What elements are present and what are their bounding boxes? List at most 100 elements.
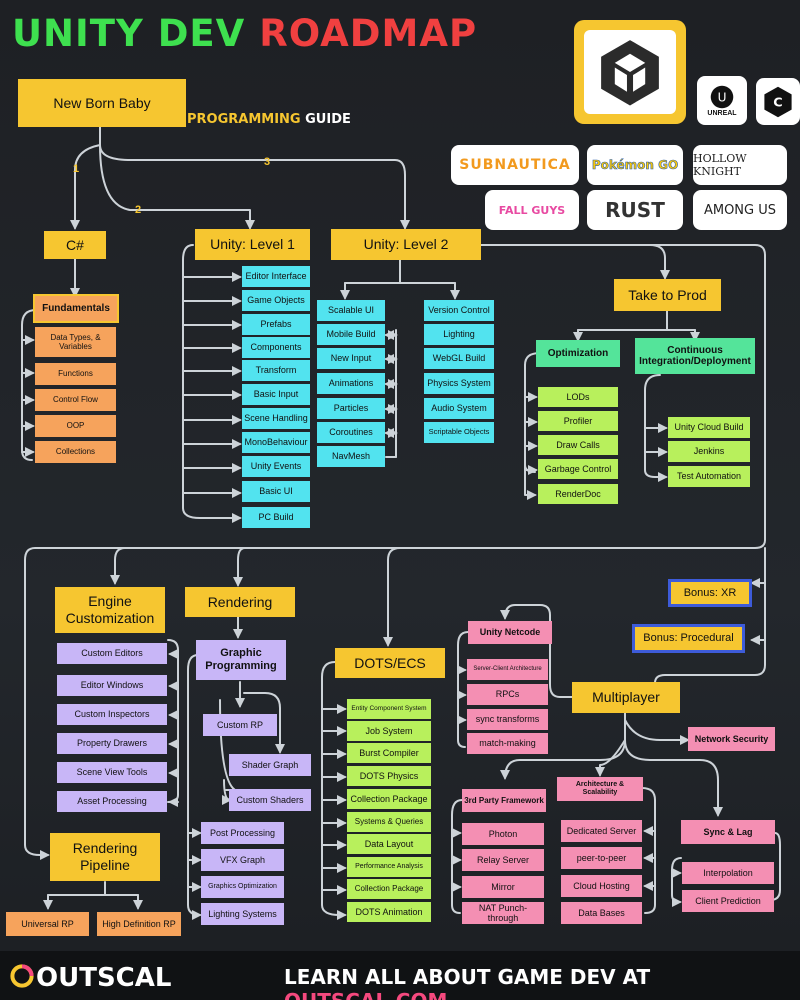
- multiplayer-architecture: Architecture & Scalability: [557, 777, 643, 801]
- netcode-item: Server-Client Architecture: [467, 659, 548, 680]
- level1-item: Scene Handling: [242, 408, 310, 429]
- multiplayer-third-party: 3rd Party Framework: [462, 789, 546, 812]
- dots-item: Systems & Queries: [347, 812, 431, 832]
- csharp-item: Functions: [35, 363, 116, 385]
- level2-right-item: Physics System: [424, 373, 494, 394]
- netcode-item: sync transforms: [467, 709, 548, 730]
- title-part1: UNITY DEV: [12, 12, 246, 55]
- architecture-item: peer-to-peer: [561, 847, 642, 869]
- level2-right-item: Audio System: [424, 398, 494, 419]
- dots-item: Collection Package: [347, 879, 431, 899]
- level2-right-item: WebGL Build: [424, 348, 494, 369]
- subtitle-part1: PROGRAMMING: [187, 112, 301, 127]
- third-party-item: Photon: [462, 823, 544, 845]
- node-unity-level-2: Unity: Level 2: [331, 229, 481, 260]
- dots-item: Performance Analysis: [347, 857, 431, 877]
- sync-item: Interpolation: [682, 862, 774, 884]
- node-bonus-procedural: Bonus: Procedural: [632, 624, 745, 653]
- engine-item: Scene View Tools: [57, 762, 167, 783]
- sync-item: Client Prediction: [682, 890, 774, 912]
- level2-left-item: Coroutines: [317, 422, 385, 443]
- game-logo-fall-guys: FALL GUYS: [485, 190, 579, 230]
- footer-cta-link[interactable]: OUTSCAL.COM: [284, 989, 447, 1000]
- svg-text:U: U: [718, 90, 727, 104]
- level1-item: Unity Events: [242, 456, 310, 477]
- optimization-item: Draw Calls: [538, 435, 618, 455]
- level1-item: Editor Interface: [242, 266, 310, 287]
- node-engine-customization: Engine Customization: [55, 587, 165, 633]
- engine-item: Custom Editors: [57, 643, 167, 664]
- unreal-label: UNREAL: [707, 110, 737, 117]
- engine-item: Editor Windows: [57, 675, 167, 696]
- node-bonus-xr: Bonus: XR: [668, 579, 752, 607]
- subtitle: PROGRAMMING GUIDE: [187, 112, 351, 127]
- node-multiplayer: Multiplayer: [572, 682, 680, 713]
- architecture-item: Data Bases: [561, 902, 642, 924]
- optimization-item: LODs: [538, 387, 618, 407]
- rendering-item: Custom RP: [203, 714, 277, 736]
- level1-item: MonoBehaviour: [242, 432, 310, 453]
- engine-item: Custom Inspectors: [57, 704, 167, 725]
- game-logo-hollow-knight: HOLLOW KNIGHT: [693, 145, 787, 185]
- level1-item: PC Build: [242, 507, 310, 528]
- csharp-item: Collections: [35, 441, 116, 463]
- csharp-fundamentals: Fundamentals: [33, 294, 119, 323]
- level1-item: Basic UI: [242, 481, 310, 502]
- cicd-item: Test Automation: [668, 466, 750, 487]
- level1-item: Basic Input: [242, 384, 310, 405]
- level1-item: Components: [242, 337, 310, 358]
- outscal-logo-icon: [10, 964, 34, 988]
- game-logo-pokemon-go: Pokémon GO: [587, 145, 683, 185]
- level2-right-item: Lighting: [424, 324, 494, 345]
- unreal-u-icon: U: [710, 85, 734, 109]
- node-unity-level-1: Unity: Level 1: [195, 229, 310, 260]
- step-number-2: 2: [135, 204, 142, 216]
- cpp-logo: C: [756, 78, 800, 125]
- level2-right-item: Scriptable Objects: [424, 422, 494, 443]
- footer-brand: OUTSCAL: [36, 963, 172, 993]
- dots-item: Collection Package: [347, 789, 431, 809]
- dots-item: Burst Compiler: [347, 743, 431, 763]
- level2-left-item: Mobile Build: [317, 324, 385, 345]
- dots-item: Entity Component System: [347, 699, 431, 719]
- cicd-item: Unity Cloud Build: [668, 417, 750, 438]
- footer: [0, 951, 800, 1000]
- page-title: UNITY DEV ROADMAP: [12, 12, 477, 55]
- level2-right-item: Version Control: [424, 300, 494, 321]
- optimization-item: RenderDoc: [538, 484, 618, 504]
- third-party-item: Relay Server: [462, 849, 544, 871]
- third-party-item: Mirror: [462, 876, 544, 898]
- dots-item: DOTS Physics: [347, 766, 431, 786]
- unreal-logo: U UNREAL: [697, 76, 747, 125]
- node-root: New Born Baby: [18, 79, 186, 127]
- svg-text:C: C: [773, 95, 782, 110]
- pipeline-item: Universal RP: [6, 912, 89, 936]
- prod-cicd: Continuous Integration/Deployment: [635, 338, 755, 374]
- prod-optimization: Optimization: [536, 340, 620, 367]
- footer-cta[interactable]: LEARN ALL ABOUT GAME DEV AT OUTSCAL.COM: [284, 965, 800, 1000]
- game-logo-subnautica: SUBNAUTICA: [451, 145, 579, 185]
- engine-item: Asset Processing: [57, 791, 167, 812]
- dots-item: Job System: [347, 721, 431, 741]
- game-logo-among-us: AMONG US: [693, 190, 787, 230]
- level2-left-item: NavMesh: [317, 446, 385, 467]
- level1-item: Game Objects: [242, 290, 310, 311]
- engine-item: Property Drawers: [57, 733, 167, 754]
- subtitle-part2: GUIDE: [305, 112, 351, 127]
- netcode-item: RPCs: [467, 684, 548, 705]
- level2-left-item: Scalable UI: [317, 300, 385, 321]
- rendering-item: Shader Graph: [229, 754, 311, 776]
- game-logo-rust: RUST: [587, 190, 683, 230]
- cicd-item: Jenkins: [668, 441, 750, 462]
- step-number-1: 1: [73, 163, 80, 175]
- level1-item: Prefabs: [242, 314, 310, 335]
- dots-item: DOTS Animation: [347, 902, 431, 922]
- title-part2: ROADMAP: [259, 12, 478, 55]
- node-rendering-pipeline: Rendering Pipeline: [50, 833, 160, 881]
- multiplayer-unity-netcode: Unity Netcode: [468, 621, 552, 644]
- dots-item: Data Layout: [347, 834, 431, 854]
- optimization-item: Garbage Control: [538, 459, 618, 479]
- unity-logo: [574, 20, 686, 124]
